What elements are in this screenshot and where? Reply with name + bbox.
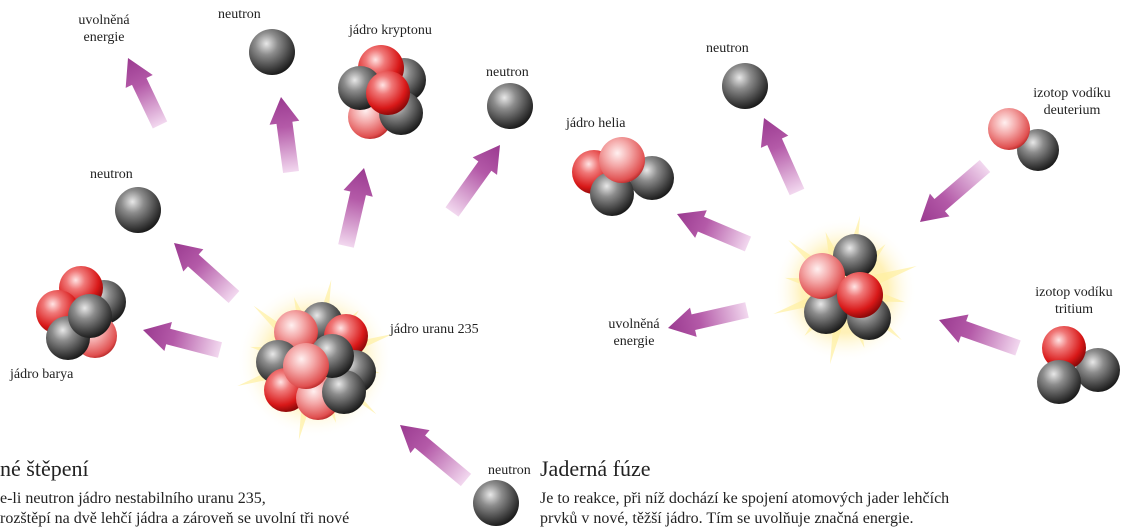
arrow-energy-fission <box>114 52 173 132</box>
arrow-neutron-fusion <box>750 112 810 198</box>
krypton-nucleus <box>338 45 426 139</box>
arrow-energy-fusion <box>665 295 751 342</box>
barium-nucleus <box>36 266 126 360</box>
neutron-right <box>487 83 533 129</box>
label-neutron-top: neutron <box>218 6 261 23</box>
label-tritium: izotop vodíku tritium <box>1020 284 1128 318</box>
fission-text-line-1: e-li neutron jádro nestabilního uranu 23… <box>0 490 266 508</box>
label-helium-nucleus: jádro helia <box>566 115 625 132</box>
fusion-text-line-2: prvků v nové, těžší jádro. Tím se uvolňu… <box>540 510 914 528</box>
neutron-left <box>115 187 161 233</box>
label-uranium-nucleus: jádro uranu 235 <box>390 321 479 338</box>
neutron-fusion <box>722 63 768 109</box>
arrow-incoming-neutron <box>390 413 475 491</box>
label-neutron-incoming: neutron <box>488 462 531 479</box>
arrow-neutron-left <box>164 232 244 308</box>
particles-layer <box>36 29 1120 526</box>
fission-heading: né štěpení <box>0 456 89 482</box>
fission-text-line-2: rozštěpí na dvě lehčí jádra a zároveň se… <box>0 510 349 528</box>
label-deuterium: izotop vodíku deuterium <box>1018 85 1126 119</box>
label-released-energy-fission: uvolněná energie <box>68 12 140 46</box>
tritium-isotope <box>1037 326 1120 404</box>
fusion-text-line-1: Je to reakce, při níž dochází ke spojení… <box>540 490 949 508</box>
arrow-neutron-top <box>266 95 306 174</box>
label-neutron-fusion: neutron <box>706 40 749 57</box>
neutron-incoming <box>473 480 519 526</box>
label-neutron-left: neutron <box>90 166 133 183</box>
neutron-top <box>249 29 295 75</box>
arrow-neutron-right <box>440 136 512 220</box>
helium-nucleus <box>572 137 674 216</box>
label-krypton-nucleus: jádro kryptonu <box>349 22 432 39</box>
label-released-energy-fusion: uvolněná energie <box>598 316 670 350</box>
arrow-deuterium-in <box>910 155 995 234</box>
fusion-heading: Jaderná fúze <box>540 456 651 482</box>
arrow-barium <box>139 315 224 364</box>
arrow-krypton <box>331 165 378 250</box>
arrow-helium <box>671 200 754 258</box>
label-neutron-right: neutron <box>486 64 529 81</box>
label-barium-nucleus: jádro barya <box>10 366 73 383</box>
arrow-tritium-in <box>934 306 1023 362</box>
